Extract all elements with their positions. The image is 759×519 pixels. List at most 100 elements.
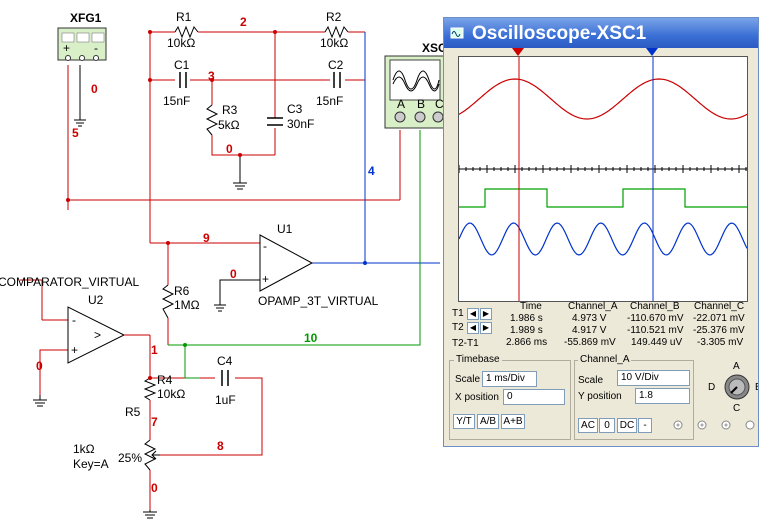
knob-label-c: C (733, 403, 741, 414)
y-position-field[interactable]: 1.8 (635, 388, 690, 404)
ab-mode-button[interactable]: A/B (477, 414, 499, 429)
t2-right-arrow-icon[interactable]: ▶ (480, 322, 492, 334)
r5-name: R5 (125, 405, 141, 419)
cell: -55.869 mV (564, 337, 616, 348)
r3-value: 5kΩ (218, 118, 240, 132)
c4-name: C4 (217, 354, 233, 368)
comparator-u2[interactable] (67, 306, 150, 364)
net-1: 1 (151, 343, 158, 357)
net-0-xfg: 0 (91, 82, 98, 96)
r1-name: R1 (176, 10, 192, 24)
r6-value: 1MΩ (174, 298, 200, 312)
opamp-u1[interactable] (259, 234, 314, 292)
x-position-field[interactable]: 0 (503, 389, 565, 405)
window-title: Oscilloscope-XSC1 (472, 23, 647, 44)
xfg1-plus-pin: + (63, 41, 70, 55)
yt-mode-button[interactable]: Y/T (453, 414, 475, 429)
cell: -3.305 mV (697, 337, 744, 348)
channel-a-trace (458, 78, 748, 120)
knob-label-b: B (755, 382, 758, 393)
c1-symbol[interactable] (179, 72, 187, 88)
cell: 4.973 V (572, 313, 607, 324)
r4-symbol[interactable] (143, 377, 157, 401)
u1-name: U1 (277, 222, 293, 236)
channel-select-knob-icon[interactable] (722, 372, 752, 402)
u1-model: OPAMP_3T_VIRTUAL (258, 294, 379, 308)
t1-label: T1 (452, 308, 464, 319)
timebase-group (449, 360, 571, 440)
channel-c-trace (458, 222, 748, 256)
t2-t1-label: T2-T1 (452, 338, 479, 349)
u2-name: U2 (88, 293, 104, 307)
c4-symbol[interactable] (221, 370, 229, 386)
radio-button[interactable] (745, 420, 755, 430)
oscilloscope-window[interactable]: Oscilloscope-XSC1 T1 ◀ ▶ T2 ◀ ▶ T2-T1 Ti… (443, 17, 759, 447)
net-0-u2: 0 (36, 359, 43, 373)
net-10: 10 (304, 331, 318, 345)
net-9: 9 (203, 231, 210, 245)
r6-name: R6 (174, 284, 190, 298)
r5-percent: 25% (118, 451, 142, 465)
r2-value: 10kΩ (320, 36, 348, 50)
c3-name: C3 (287, 102, 303, 116)
r5-wiper-arrow-icon (151, 450, 160, 460)
knob-label-d: D (708, 382, 716, 393)
x-position-label: X position (455, 392, 499, 403)
t1-left-arrow-icon[interactable]: ◀ (467, 308, 479, 320)
c3-symbol[interactable] (267, 117, 283, 126)
oscilloscope-xsc1-icon[interactable] (384, 55, 446, 129)
net-3: 3 (208, 69, 215, 83)
c4-value: 1uF (215, 393, 236, 407)
t1-right-arrow-icon[interactable]: ▶ (480, 308, 492, 320)
c1-value: 15nF (163, 94, 190, 108)
c2-symbol[interactable] (333, 72, 341, 88)
u1-plus: + (262, 272, 269, 286)
r6-symbol[interactable] (161, 284, 175, 319)
invert-button[interactable]: - (638, 418, 652, 433)
function-generator-xfg1[interactable] (57, 27, 107, 61)
xfg1-label: XFG1 (70, 11, 102, 25)
cell: 1.986 s (510, 313, 543, 324)
scope-display[interactable] (458, 56, 748, 302)
junction-blue (363, 261, 367, 265)
net-8: 8 (217, 439, 224, 453)
r3-name: R3 (222, 103, 238, 117)
r1-symbol[interactable] (174, 25, 199, 39)
channel-a-scale-label: Scale (578, 375, 604, 386)
cell: 1.989 s (510, 325, 543, 336)
net-2: 2 (240, 15, 247, 29)
zero-coupling-button[interactable]: 0 (599, 418, 615, 433)
r3-symbol[interactable] (205, 104, 219, 136)
title-bar[interactable]: Oscilloscope-XSC1 (444, 18, 758, 48)
r5-symbol[interactable] (143, 439, 157, 471)
channel-a-group (574, 360, 694, 440)
timebase-scale-field[interactable]: 1 ms/Div (482, 371, 537, 387)
net-0-u1: 0 (230, 267, 237, 281)
xsc-label: XSC (422, 41, 447, 55)
xfg1-minus-pin: - (94, 41, 98, 55)
cursor2-marker-icon[interactable] (646, 48, 658, 58)
r2-symbol[interactable] (324, 25, 349, 39)
ac-coupling-button[interactable]: AC (578, 418, 598, 433)
junctions (66, 30, 277, 380)
cell: -22.071 mV (693, 313, 745, 324)
time-axis-ticks (458, 165, 747, 173)
c2-value: 15nF (316, 94, 343, 108)
cursor1-marker-icon[interactable] (512, 48, 524, 58)
r4-name: R4 (157, 373, 173, 387)
a-plus-b-mode-button[interactable]: A+B (501, 414, 525, 429)
wires-red (20, 31, 401, 510)
c3-value: 30nF (287, 117, 314, 131)
wires-green (168, 130, 421, 379)
timebase-title: Timebase (454, 354, 502, 365)
wires-black (33, 65, 260, 519)
r1-value: 10kΩ (167, 36, 195, 50)
channel-a-scale-field[interactable]: 10 V/Div (617, 370, 690, 386)
header-time: Time (520, 301, 542, 312)
scope-pin-a: A (397, 97, 405, 111)
dc-coupling-button[interactable]: DC (617, 418, 637, 433)
cell: -25.376 mV (693, 325, 745, 336)
u2-minus: - (72, 313, 76, 327)
t2-left-arrow-icon[interactable]: ◀ (467, 322, 479, 334)
